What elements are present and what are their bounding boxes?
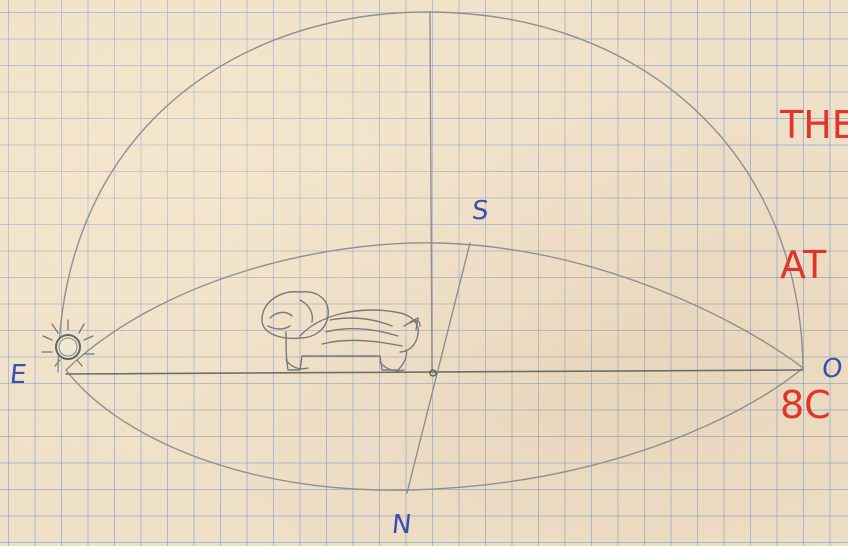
north-south-line	[407, 243, 470, 493]
sun-icon	[42, 320, 94, 366]
note-line-3: 8C	[780, 386, 848, 450]
horizon-ellipse	[66, 243, 803, 490]
observer-point	[430, 370, 436, 376]
note-line-2: AT	[780, 246, 848, 310]
east-label: E	[9, 362, 28, 388]
north-label: N	[391, 512, 413, 538]
zenith-line	[430, 12, 432, 372]
note-line-1: THE	[780, 106, 848, 170]
sphinx-lion-icon	[262, 292, 420, 371]
south-label: S	[471, 198, 490, 224]
cropped-red-note: THE AT 8C	[780, 30, 848, 526]
